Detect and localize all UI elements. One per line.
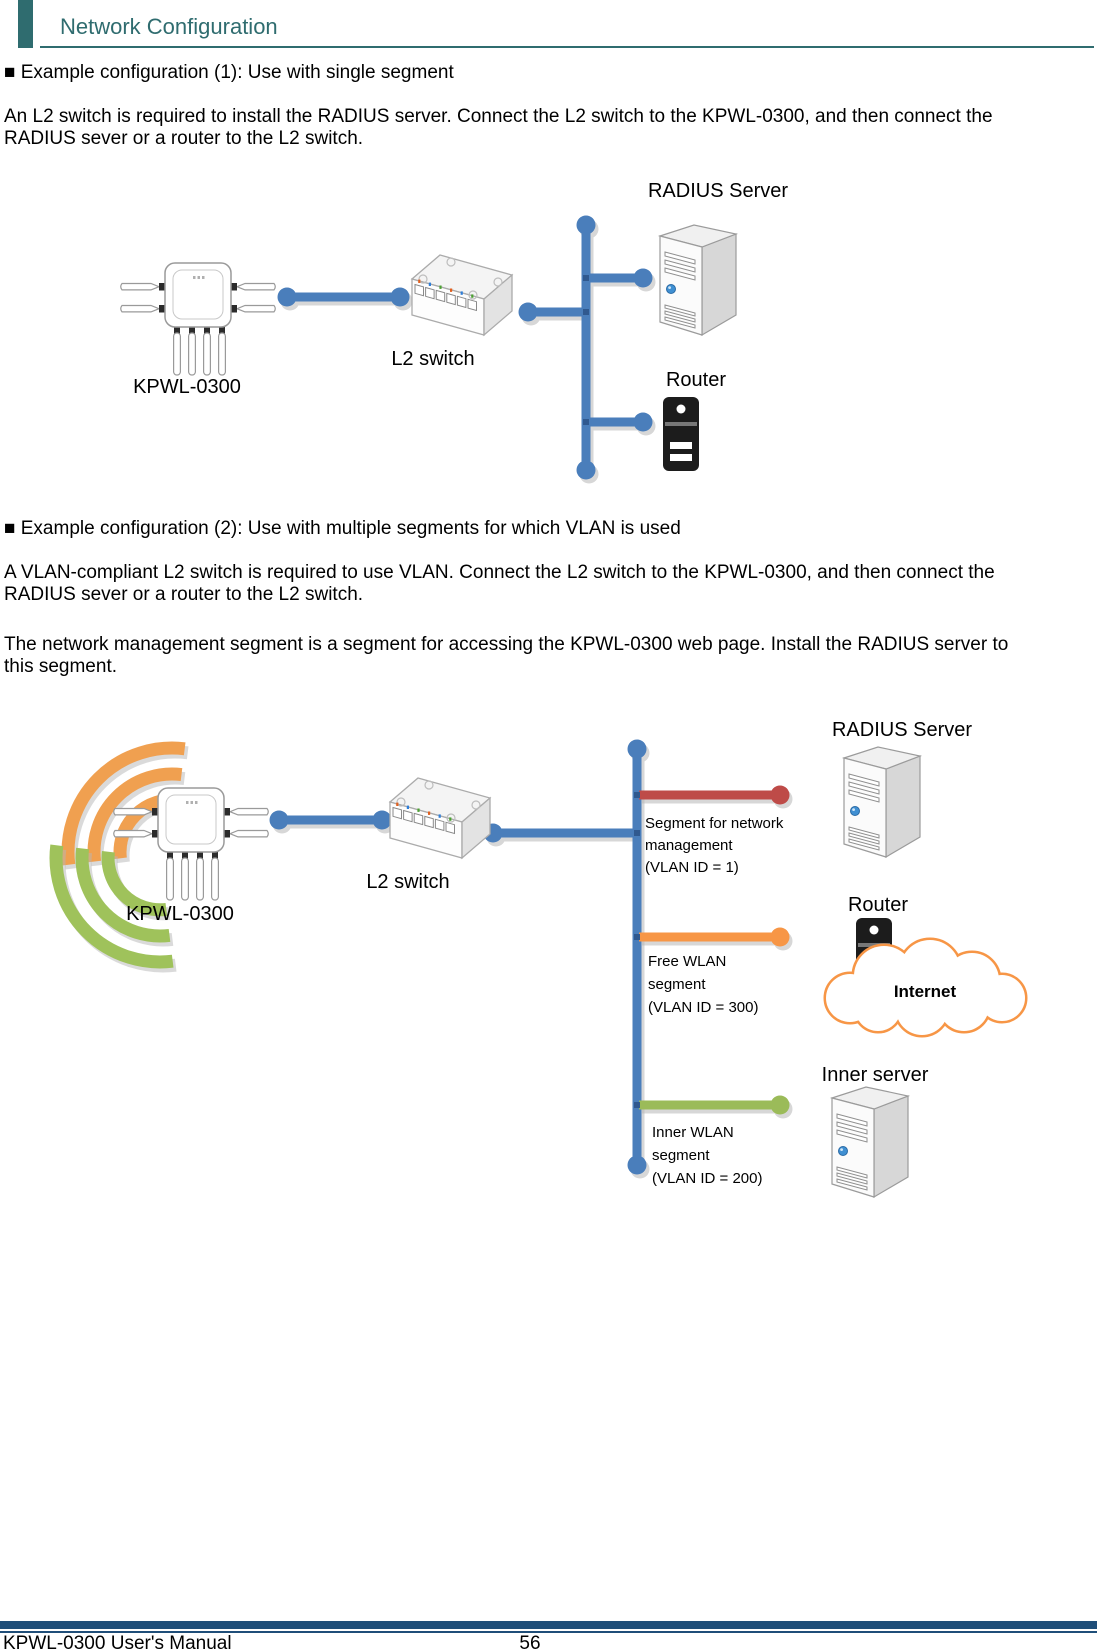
label-inner-server: Inner server (822, 1064, 929, 1086)
diagram-single-segment: RADIUS Server L2 switch KPWL-0300 Router (120, 180, 788, 485)
section-1-paragraph-1: An L2 switch is required to install the … (4, 106, 993, 149)
svg-text:segment: segment (652, 1147, 710, 1164)
svg-text:(VLAN ID = 300): (VLAN ID = 300) (648, 999, 758, 1016)
section-2-paragraph-2: The network management segment is a segm… (4, 634, 1009, 677)
label-radius-server: RADIUS Server (832, 719, 972, 741)
header-accent-bar (18, 0, 33, 48)
label-internet: Internet (894, 982, 957, 1001)
radius-server-device (843, 746, 921, 858)
segment-inner-wlan-label: Inner WLAN segment (VLAN ID = 200) (652, 1124, 762, 1187)
svg-text:Free WLAN: Free WLAN (648, 953, 726, 970)
kpwl-0300-device (113, 787, 269, 901)
label-router: Router (666, 369, 726, 391)
svg-text:management: management (645, 837, 733, 854)
l2-switch-device (411, 254, 513, 336)
svg-text:(VLAN ID = 200): (VLAN ID = 200) (652, 1170, 762, 1187)
label-kpwl-0300: KPWL-0300 (133, 376, 241, 398)
footer-rule (0, 1631, 1097, 1633)
page-title: Network Configuration (60, 14, 278, 39)
segment-free-wlan-label: Free WLAN segment (VLAN ID = 300) (648, 953, 758, 1016)
svg-text:(VLAN ID = 1): (VLAN ID = 1) (645, 859, 739, 876)
label-l2-switch: L2 switch (391, 348, 474, 370)
section-1-heading: ■ Example configuration (1): Use with si… (4, 62, 454, 83)
footer-manual-title: KPWL-0300 User's Manual (3, 1633, 232, 1652)
inner-server-device (831, 1086, 909, 1198)
bus-junction-nodes (583, 275, 589, 425)
section-2-paragraph-1: A VLAN-compliant L2 switch is required t… (4, 562, 995, 605)
footer-page-number: 56 (519, 1633, 541, 1652)
header-rule (40, 46, 1094, 48)
label-radius-server: RADIUS Server (648, 180, 788, 202)
label-kpwl-0300: KPWL-0300 (126, 903, 234, 925)
bus-junction-nodes (634, 792, 640, 1108)
svg-text:Inner WLAN: Inner WLAN (652, 1124, 734, 1141)
svg-text:Segment for network: Segment for network (645, 815, 784, 832)
segment-management-label: Segment for network management (VLAN ID … (645, 815, 784, 876)
diagram-vlan-segments: RADIUS Server L2 switch KPWL-0300 Router… (0, 719, 1097, 1198)
label-router: Router (848, 894, 908, 916)
footer-accent-bar (0, 1621, 1097, 1629)
kpwl-0300-device (120, 262, 276, 376)
section-2-heading: ■ Example configuration (2): Use with mu… (4, 518, 681, 539)
label-l2-switch: L2 switch (366, 871, 449, 893)
radius-server-device (659, 224, 737, 336)
svg-text:segment: segment (648, 976, 706, 993)
l2-switch-device (389, 777, 491, 859)
router-device (663, 397, 699, 471)
